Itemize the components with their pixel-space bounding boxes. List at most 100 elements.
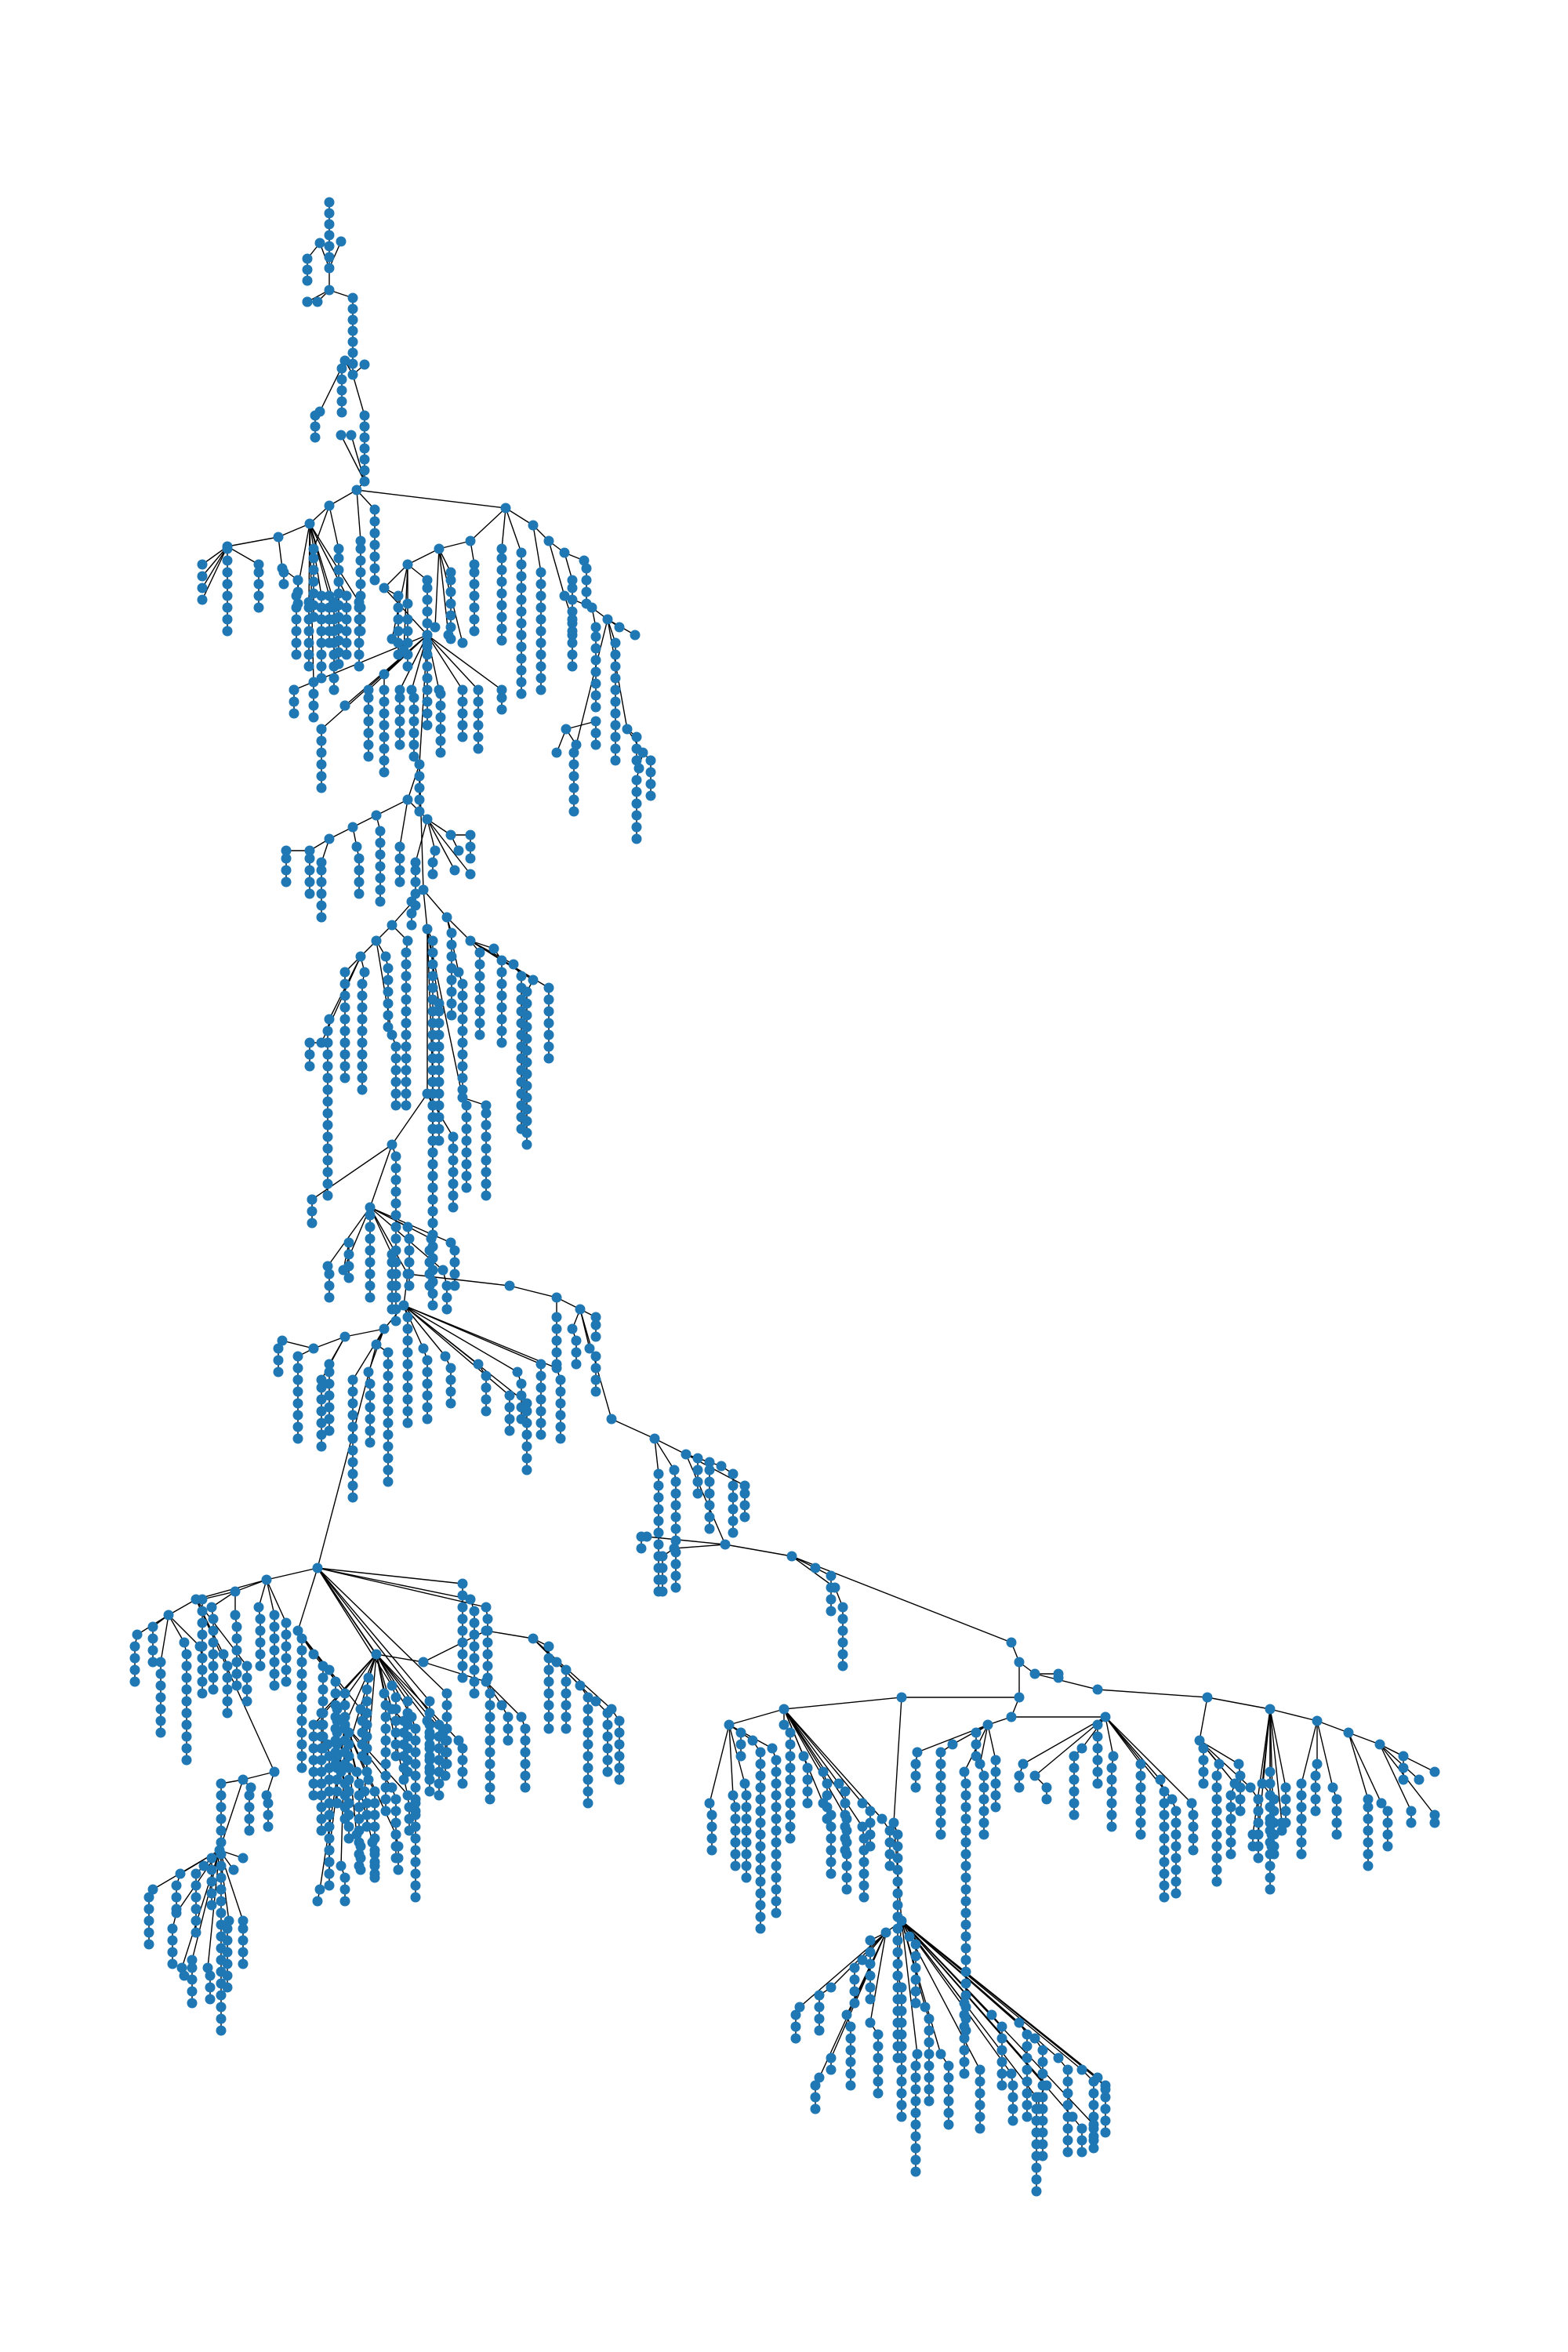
graph-node (996, 2068, 1007, 2079)
graph-node (379, 743, 390, 754)
graph-node (802, 1762, 813, 1773)
graph-node (341, 614, 352, 625)
graph-edge (327, 1207, 371, 1267)
graph-node (520, 1723, 531, 1734)
graph-node (255, 1649, 266, 1660)
graph-node (602, 614, 613, 625)
graph-node (485, 1723, 495, 1734)
graph-node (394, 704, 405, 715)
graph-node (1018, 1759, 1029, 1769)
graph-node (841, 2009, 852, 2020)
graph-edge (344, 1328, 385, 1338)
graph-node (1253, 1817, 1264, 1828)
graph-node (485, 1759, 495, 1769)
graph-node (355, 614, 366, 625)
graph-node (383, 1010, 394, 1021)
graph-node (435, 724, 446, 735)
graph-node (1076, 2147, 1087, 2158)
graph-node (590, 702, 601, 713)
graph-node (496, 684, 507, 695)
node-layer (129, 197, 1440, 2197)
graph-node (786, 1551, 797, 1562)
graph-node (614, 1739, 625, 1750)
graph-node (304, 865, 315, 876)
graph-node (924, 2025, 935, 2036)
graph-node (516, 1378, 527, 1389)
graph-node (1022, 2076, 1033, 2087)
graph-node (960, 1966, 971, 1977)
graph-node (728, 1480, 739, 1491)
graph-node (222, 626, 233, 637)
graph-node (1269, 1806, 1279, 1817)
graph-node (1106, 1821, 1117, 1832)
graph-node (521, 1441, 532, 1452)
graph-node (1235, 1806, 1246, 1817)
graph-node (379, 708, 390, 719)
graph-node (1253, 1794, 1264, 1805)
graph-node (308, 588, 319, 599)
graph-node (1198, 1755, 1209, 1766)
graph-node (383, 1347, 394, 1358)
graph-node (401, 959, 412, 970)
graph-node (728, 1492, 739, 1503)
graph-node (383, 1441, 394, 1452)
graph-node (826, 2064, 837, 2075)
graph-node (357, 1073, 368, 1083)
graph-node (355, 579, 366, 590)
graph-node (322, 1167, 333, 1178)
graph-node (347, 336, 358, 347)
graph-node (181, 1743, 192, 1754)
graph-node (383, 1022, 394, 1033)
graph-node (143, 1892, 154, 1903)
graph-node (457, 1025, 468, 1036)
graph-node (222, 1982, 233, 1993)
graph-node (393, 614, 404, 625)
graph-node (896, 2005, 907, 2016)
graph-node (896, 2088, 907, 2099)
graph-node (884, 1860, 895, 1871)
graph-node (129, 1653, 140, 1664)
graph-node (191, 1927, 201, 1938)
graph-node (996, 2056, 1007, 2067)
graph-node (473, 720, 484, 731)
graph-edge (654, 1438, 687, 1455)
graph-node (1092, 1743, 1103, 1754)
graph-node (324, 241, 335, 252)
graph-node (434, 998, 445, 1009)
graph-node (567, 649, 578, 660)
graph-node (408, 716, 419, 727)
graph-node (332, 1704, 343, 1715)
graph-node (790, 2033, 801, 2044)
graph-node (434, 1006, 445, 1017)
graph-node (448, 1202, 459, 1213)
graph-node (1247, 1841, 1258, 1852)
graph-node (365, 1292, 376, 1303)
graph-node (590, 1363, 601, 1374)
graph-node (308, 712, 319, 723)
graph-node (316, 877, 327, 887)
graph-node (387, 1269, 397, 1279)
graph-node (474, 1018, 485, 1029)
graph-node (1331, 1794, 1342, 1805)
graph-node (814, 1990, 825, 2001)
graph-node (935, 1759, 946, 1769)
graph-node (971, 1739, 982, 1750)
graph-node (383, 998, 394, 1009)
graph-node (521, 998, 532, 1009)
graph-edge (317, 1567, 471, 1600)
graph-node (602, 1755, 613, 1766)
graph-node (316, 661, 327, 672)
graph-node (996, 2080, 1007, 2091)
graph-node (339, 1073, 350, 1083)
graph-node (422, 673, 433, 684)
graph-node (873, 2029, 884, 2040)
graph-node (474, 947, 485, 958)
graph-node (1100, 1711, 1111, 1722)
graph-node (316, 1731, 327, 1742)
graph-node (528, 975, 539, 985)
graph-node (657, 1574, 668, 1585)
graph-node (636, 1531, 647, 1542)
graph-edge (352, 1328, 385, 1381)
graph-node (1022, 2041, 1033, 2052)
graph-node (657, 1563, 668, 1573)
